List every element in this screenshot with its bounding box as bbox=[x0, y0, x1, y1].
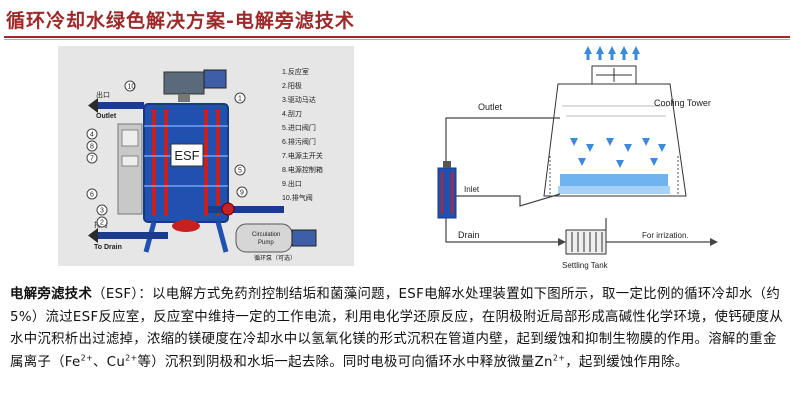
callouts: 10 4 8 7 6 3 2 1 5 9 bbox=[86, 80, 248, 228]
body-text-3: 等）沉积到阴极和水垢一起去除。同时电极可向循环水中释放微量Zn bbox=[137, 354, 553, 370]
page-title: 循环冷却水绿色解决方案-电解旁滤技术 bbox=[6, 10, 355, 32]
body-text-4: ，起到缓蚀作用除。 bbox=[565, 354, 689, 370]
water-droplets bbox=[570, 138, 666, 168]
legend-item-5: 5.进口阀门 bbox=[282, 123, 316, 132]
drain-line bbox=[445, 218, 558, 243]
esf-device-svg: 出口 Outlet ESF bbox=[86, 67, 323, 262]
callout-3: 3 bbox=[100, 208, 104, 215]
term-highlight: 电解旁滤技术 bbox=[10, 287, 93, 302]
esf-unit bbox=[437, 167, 457, 219]
cooling-tower-label: Cooling Tower bbox=[654, 98, 711, 108]
inlet-valve bbox=[221, 202, 235, 216]
circulation-pump bbox=[235, 223, 293, 253]
drain-pipe bbox=[98, 232, 168, 239]
cooling-tower-svg: Outlet Cooling Tower Inlet Drain Settlin… bbox=[437, 46, 718, 270]
callout-7: 7 bbox=[90, 156, 94, 163]
legend-item-9: 9.出口 bbox=[282, 179, 302, 188]
pump-label-2: Pump bbox=[258, 240, 274, 246]
water-basin bbox=[560, 174, 668, 186]
legend-item-3: 3.驱动马达 bbox=[282, 95, 316, 104]
pump-cn-label: 循环泵（可选） bbox=[254, 254, 296, 262]
pump-label-1: Circulation bbox=[252, 232, 280, 238]
callout-5: 5 bbox=[238, 168, 242, 175]
cooling-tower-body bbox=[543, 83, 687, 197]
sup-zn: 2+ bbox=[552, 353, 566, 363]
drain-en-label: To Drain bbox=[94, 244, 122, 251]
title-underline bbox=[4, 36, 790, 38]
callout-10: 10 bbox=[128, 84, 136, 91]
legend-item-2: 2.阳极 bbox=[282, 81, 302, 90]
leg-right bbox=[215, 221, 229, 253]
outlet-line bbox=[445, 117, 560, 166]
inlet-line bbox=[456, 193, 561, 207]
drain-label: Drain bbox=[458, 230, 480, 240]
component-legend: 1.反应室 2.阳极 3.驱动马达 4.刮刀 5.进口阀门 6.排污阀门 7.电… bbox=[282, 67, 323, 202]
callout-4: 4 bbox=[90, 132, 94, 139]
legend-item-10: 10.排气阀 bbox=[282, 193, 313, 202]
inlet-label: Inlet bbox=[464, 185, 480, 194]
callout-6: 6 bbox=[90, 192, 94, 199]
irrigation-label: For irrization. bbox=[642, 231, 689, 240]
drain-arrow bbox=[88, 228, 98, 243]
outlet-label: Outlet bbox=[478, 102, 503, 112]
legend-item-6: 6.排污阀门 bbox=[282, 137, 316, 146]
outlet-arrow bbox=[88, 98, 98, 113]
drive-motor bbox=[163, 71, 205, 95]
title-underline-thin bbox=[4, 39, 790, 40]
outlet-pipe bbox=[98, 102, 144, 109]
callout-1: 1 bbox=[238, 96, 242, 103]
anode-rods bbox=[152, 110, 220, 216]
callout-2: 2 bbox=[100, 220, 104, 227]
legend-item-1: 1.反应室 bbox=[282, 67, 309, 76]
esf-label: ESF bbox=[174, 148, 199, 163]
steam-arrows bbox=[584, 46, 640, 60]
settling-tank-fins bbox=[571, 232, 603, 252]
description-paragraph: 电解旁滤技术（ESF）：以电解方式免药剂控制结垢和菌藻问题，ESF电解水处理装置… bbox=[10, 284, 785, 374]
callout-9: 9 bbox=[240, 190, 244, 197]
legend-item-4: 4.刮刀 bbox=[282, 109, 302, 118]
legend-item-8: 8.电源控制箱 bbox=[282, 165, 323, 174]
inlet-pipe bbox=[208, 206, 284, 213]
tower-fill-lines bbox=[562, 105, 668, 117]
settling-tank bbox=[565, 229, 607, 255]
callout-8: 8 bbox=[90, 144, 94, 151]
motor-head bbox=[203, 69, 227, 89]
sup-fe: 2+ bbox=[80, 353, 93, 363]
body-text-2: 、Cu bbox=[92, 354, 126, 370]
outlet-cn-label: 出口 bbox=[96, 90, 110, 99]
outlet-en-label: Outlet bbox=[96, 113, 117, 120]
esf-label-box bbox=[170, 143, 204, 167]
sup-cu: 2+ bbox=[125, 353, 138, 363]
bottom-valve bbox=[172, 220, 200, 232]
cooling-tower-flow-diagram: Outlet Cooling Tower Inlet Drain Settlin… bbox=[410, 46, 740, 276]
body-text-1: （ESF）：以电解方式免药剂控制结垢和菌藻问题，ESF电解水处理装置如下图所示，… bbox=[10, 287, 784, 370]
settling-tank-label: Settling Tank bbox=[562, 261, 609, 270]
legend-item-7: 7.电源主开关 bbox=[282, 151, 323, 160]
esf-device-diagram: 出口 Outlet ESF bbox=[58, 46, 354, 266]
